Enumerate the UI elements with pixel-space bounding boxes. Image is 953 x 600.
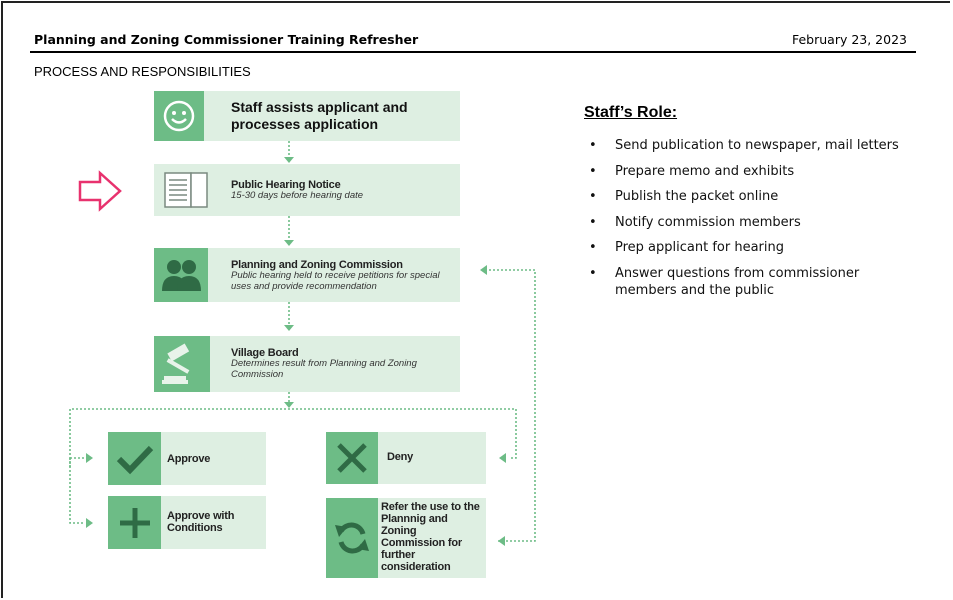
step-village-board-subtitle: Determines result from Planning and Zoni…: [231, 358, 417, 380]
arrowhead: [284, 240, 294, 246]
arrowhead: [284, 157, 294, 163]
plus-icon: [108, 496, 161, 549]
x-icon: [326, 432, 378, 484]
connector-to-approve-conditions: [69, 458, 85, 524]
outcome-refer-title: Refer the use to the Plannnig and Zoning…: [381, 501, 480, 573]
connector-refer-loop: [487, 269, 536, 542]
arrowhead: [284, 402, 294, 408]
staff-role-title: Staff’s Role:: [584, 104, 678, 121]
bullet: •: [589, 189, 597, 204]
refresh-icon: [326, 498, 378, 578]
gavel-icon: [154, 336, 210, 392]
header-date: February 23, 2023: [791, 32, 907, 47]
step-village-board-text: Village Board Determines result from Pla…: [231, 347, 456, 380]
step-village-board-title: Village Board: [231, 347, 299, 359]
bullet: •: [589, 214, 597, 230]
bullet: •: [589, 265, 597, 281]
outcome-approve-title: Approve: [167, 453, 211, 465]
step-staff-assists: Staff assists applicant and processes ap…: [154, 91, 460, 141]
bullet: •: [589, 240, 597, 255]
header-divider: [30, 51, 916, 53]
list-item-text: Prepare memo and exhibits: [615, 163, 795, 179]
list-item: • Answer questions from commissioner memb…: [589, 265, 919, 300]
arrowhead: [480, 265, 487, 275]
section-title: PROCESS AND RESPONSIBILITIES: [34, 64, 251, 79]
people-icon: [154, 248, 208, 302]
arrowhead: [499, 453, 506, 463]
step-village-board: Village Board Determines result from Pla…: [154, 336, 460, 392]
arrowhead: [498, 536, 505, 546]
outcome-approve: Approve: [108, 432, 266, 485]
smiley-face-icon: [154, 91, 204, 141]
list-item: • Prep applicant for hearing: [589, 239, 919, 257]
arrowhead: [284, 325, 294, 331]
list-item-text: Publish the packet online: [615, 189, 779, 204]
outcome-deny: Deny: [326, 432, 486, 484]
list-item-text: Answer questions from commissioner membe…: [615, 265, 860, 299]
list-item: • Prepare memo and exhibits: [589, 163, 919, 181]
arrowhead: [86, 518, 93, 528]
staff-role-list: • Send publication to newspaper, mail let…: [589, 137, 919, 308]
list-item: • Notify commission members: [589, 214, 919, 232]
step-planning-zoning-commission-title: Planning and Zoning Commission: [231, 259, 403, 271]
step-staff-assists-title: Staff assists applicant and processes ap…: [231, 99, 408, 132]
list-item: • Publish the packet online: [589, 188, 919, 206]
bullet: •: [589, 138, 597, 153]
connector-split-main: [69, 408, 517, 467]
step-public-hearing-notice-text: Public Hearing Notice 15-30 days before …: [231, 179, 451, 202]
list-item: • Send publication to newspaper, mail let…: [589, 137, 919, 155]
outcome-approve-with-conditions: Approve with Conditions: [108, 496, 266, 549]
bullet: •: [589, 163, 597, 179]
list-item-text: Notify commission members: [615, 214, 801, 230]
outcome-approve-with-conditions-title: Approve with Conditions: [167, 510, 235, 534]
checkmark-icon: [108, 432, 161, 485]
step-planning-zoning-commission: Planning and Zoning Commission Public he…: [154, 248, 460, 302]
step-planning-zoning-commission-subtitle: Public hearing held to receive petitions…: [231, 270, 440, 292]
step-public-hearing-notice-subtitle: 15-30 days before hearing date: [231, 190, 364, 201]
step-public-hearing-notice-title: Public Hearing Notice: [231, 179, 341, 191]
header-title: Planning and Zoning Commissioner Trainin…: [34, 32, 419, 47]
step-planning-zoning-commission-text: Planning and Zoning Commission Public he…: [231, 259, 456, 292]
arrowhead: [86, 453, 93, 463]
list-item-text: Prep applicant for hearing: [615, 240, 784, 255]
step-public-hearing-notice: Public Hearing Notice 15-30 days before …: [154, 164, 460, 216]
list-item-text: Send publication to newspaper, mail lett…: [615, 138, 899, 153]
outcome-deny-title: Deny: [387, 451, 414, 463]
outcome-refer: Refer the use to the Plannnig and Zoning…: [326, 498, 486, 578]
pointer-arrow-icon: [78, 170, 122, 212]
document-icon: [164, 172, 208, 212]
